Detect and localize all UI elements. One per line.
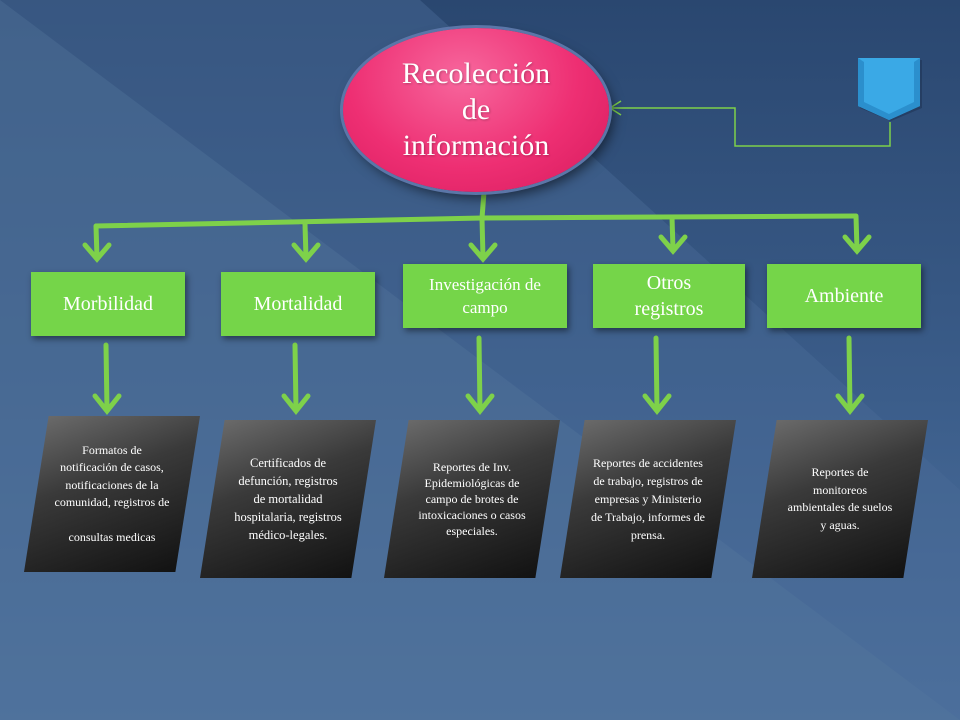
root-node: Recolección de información: [343, 28, 609, 192]
source-text: Reportes de monitoreos ambientales de su…: [787, 465, 893, 532]
source-box-ambiente: Reportes de monitoreos ambientales de su…: [752, 420, 928, 578]
source-box-otros-registros: Reportes de accidentes de trabajo, regis…: [560, 420, 736, 578]
source-box-morbilidad: Formatos de notificación de casos, notif…: [24, 416, 200, 572]
source-box-mortalidad: Certificados de defunción, registros de …: [200, 420, 376, 578]
source-text: Reportes de Inv. Epidemiológicas de camp…: [418, 460, 526, 538]
category-node-morbilidad: Morbilidad: [31, 272, 185, 336]
category-label: Ambiente: [804, 284, 884, 307]
source-text: Reportes de accidentes de trabajo, regis…: [591, 456, 705, 542]
category-node-ambiente: Ambiente: [767, 264, 921, 328]
category-label: Mortalidad: [253, 292, 343, 315]
category-node-otros-registros: Otros registros: [593, 264, 745, 328]
source-box-investigacion-de-campo: Reportes de Inv. Epidemiológicas de camp…: [384, 420, 560, 578]
category-node-mortalidad: Mortalidad: [221, 272, 375, 336]
source-text: Formatos de notificación de casos, notif…: [54, 442, 170, 545]
root-node-label: Recolección de información: [401, 57, 551, 162]
category-label: Investigación de campo: [429, 275, 541, 317]
shield-shape-icon: [858, 58, 922, 121]
category-node-investigacion-de-campo: Investigación de campo: [403, 264, 567, 328]
category-label: Morbilidad: [63, 292, 153, 315]
category-label: Otros registros: [634, 272, 704, 320]
source-text: Certificados de defunción, registros de …: [234, 456, 342, 542]
